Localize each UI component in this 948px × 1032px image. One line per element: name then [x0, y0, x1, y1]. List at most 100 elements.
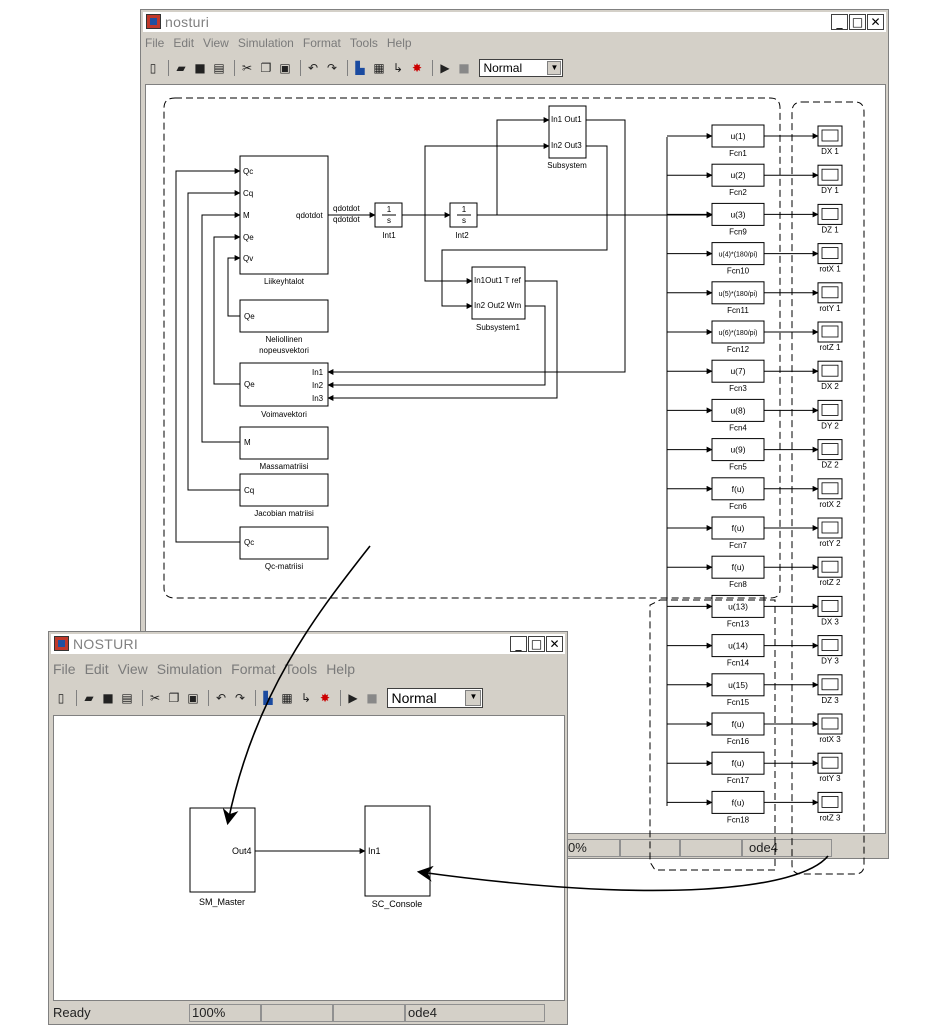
scope-screen-icon	[821, 756, 839, 769]
fcn-name: Fcn13	[727, 619, 750, 628]
scope-block[interactable]	[817, 674, 843, 696]
scope-name: rotX 3	[819, 735, 841, 744]
menu-tools[interactable]: Tools	[349, 36, 378, 50]
scope-name: rotY 3	[819, 774, 841, 783]
scope-block[interactable]	[817, 360, 843, 382]
int1-num: 1	[387, 205, 392, 214]
library-browser-icon[interactable]: ▙	[263, 691, 273, 705]
nosturi-mode-select[interactable]: Normal▼	[479, 59, 564, 77]
master-model-canvas[interactable]: Out4 SM_Master In1 SC_Console	[53, 715, 565, 1001]
scope-block[interactable]	[817, 478, 843, 500]
scope-block[interactable]	[817, 791, 843, 813]
menu-format[interactable]: Format	[231, 661, 276, 677]
scope-block[interactable]	[817, 243, 843, 265]
scope-block[interactable]	[817, 203, 843, 225]
fcn-expression: f(u)	[732, 562, 745, 572]
close-button[interactable]: ✕	[546, 636, 563, 652]
cut-icon[interactable]: ✂	[149, 691, 161, 705]
menu-edit[interactable]: Edit	[173, 36, 195, 50]
fcn-expression: u(6)*(180/pi)	[719, 330, 758, 337]
build-icon[interactable]: ✸	[319, 691, 331, 705]
print-icon[interactable]: ▤	[213, 61, 225, 75]
scope-block[interactable]	[817, 282, 843, 304]
open-icon[interactable]: ▰	[84, 691, 94, 705]
master-mode-select[interactable]: Normal▼	[387, 688, 484, 708]
print-icon[interactable]: ▤	[121, 691, 133, 705]
scope-block[interactable]	[817, 595, 843, 617]
menu-view[interactable]: View	[117, 661, 148, 677]
redo-icon[interactable]: ↷	[234, 691, 246, 705]
fcn-name: Fcn17	[727, 776, 750, 785]
scope-name: DZ 3	[821, 696, 839, 705]
new-icon[interactable]: ▯	[57, 691, 65, 705]
paste-icon[interactable]: ▣	[187, 691, 199, 705]
subsystem-block[interactable]	[548, 105, 587, 159]
open-icon[interactable]: ▰	[176, 61, 186, 75]
copy-icon[interactable]: ❐	[168, 691, 180, 705]
menu-simulation[interactable]: Simulation	[156, 661, 223, 677]
new-icon[interactable]: ▯	[149, 61, 157, 75]
build-icon[interactable]: ✸	[411, 61, 423, 75]
stop-icon[interactable]: ■	[458, 61, 470, 75]
close-button[interactable]: ✕	[867, 14, 884, 30]
master-titlebar[interactable]: NOSTURI _□✕	[51, 634, 565, 654]
minimize-button[interactable]: _	[510, 636, 527, 652]
fcn-expression: u(1)	[730, 131, 745, 141]
scope-name: rotX 2	[819, 500, 841, 509]
menu-file[interactable]: File	[145, 36, 165, 50]
nosturi-toolbar: ▯ ▰ ■ ▤ ✂ ❐ ▣ ↶ ↷ ▙ ▦ ↳ ✸ ▶ ■ Normal▼	[145, 59, 564, 81]
minimize-button[interactable]: _	[831, 14, 848, 30]
scope-block[interactable]	[817, 635, 843, 657]
chevron-down-icon[interactable]: ▼	[547, 61, 562, 75]
scope-block[interactable]	[817, 439, 843, 461]
maximize-button[interactable]: □	[849, 14, 866, 30]
liikeyhtalot-port-qe: Qe	[243, 233, 254, 242]
cut-icon[interactable]: ✂	[241, 61, 253, 75]
scope-block[interactable]	[817, 556, 843, 578]
menu-help[interactable]: Help	[326, 661, 355, 677]
menu-file[interactable]: File	[53, 661, 76, 677]
scope-block[interactable]	[817, 517, 843, 539]
fcn-name: Fcn14	[727, 659, 750, 668]
paste-icon[interactable]: ▣	[279, 61, 291, 75]
menu-help[interactable]: Help	[386, 36, 412, 50]
save-icon[interactable]: ■	[102, 691, 114, 705]
maximize-button[interactable]: □	[528, 636, 545, 652]
menu-simulation[interactable]: Simulation	[237, 36, 294, 50]
scope-block[interactable]	[817, 321, 843, 343]
start-icon[interactable]: ▶	[348, 691, 358, 705]
nosturi-titlebar[interactable]: nosturi _□✕	[143, 12, 886, 32]
subsystem1-block[interactable]	[471, 266, 526, 320]
scope-block[interactable]	[817, 125, 843, 147]
stop-icon[interactable]: ■	[366, 691, 378, 705]
fcn-name: Fcn12	[727, 345, 750, 354]
master-status-blank2	[333, 1004, 405, 1022]
scope-block[interactable]	[817, 752, 843, 774]
scope-block[interactable]	[817, 164, 843, 186]
start-icon[interactable]: ▶	[440, 61, 450, 75]
library-browser-icon[interactable]: ▙	[355, 61, 365, 75]
save-icon[interactable]: ■	[194, 61, 206, 75]
undo-icon[interactable]: ↶	[307, 61, 319, 75]
signal-label-1: qdotdot	[333, 204, 360, 213]
menu-edit[interactable]: Edit	[84, 661, 109, 677]
debugger-icon[interactable]: ↳	[300, 691, 312, 705]
menu-view[interactable]: View	[203, 36, 229, 50]
redo-icon[interactable]: ↷	[326, 61, 338, 75]
undo-icon[interactable]: ↶	[215, 691, 227, 705]
jacobian-label: Jacobian matriisi	[254, 509, 314, 518]
menu-tools[interactable]: Tools	[284, 661, 318, 677]
debugger-icon[interactable]: ↳	[392, 61, 404, 75]
simulink-app-icon	[54, 636, 69, 651]
model-explorer-icon[interactable]: ▦	[281, 691, 293, 705]
scope-screen-icon	[821, 717, 839, 730]
copy-icon[interactable]: ❐	[260, 61, 272, 75]
sm-master-block[interactable]	[189, 807, 256, 893]
chevron-down-icon[interactable]: ▼	[465, 690, 482, 706]
model-explorer-icon[interactable]: ▦	[373, 61, 385, 75]
massamatriisi-block[interactable]	[239, 426, 329, 460]
scope-block[interactable]	[817, 399, 843, 421]
voimavektori-port-in1: In1	[312, 368, 324, 377]
menu-format[interactable]: Format	[302, 36, 341, 50]
scope-block[interactable]	[817, 713, 843, 735]
